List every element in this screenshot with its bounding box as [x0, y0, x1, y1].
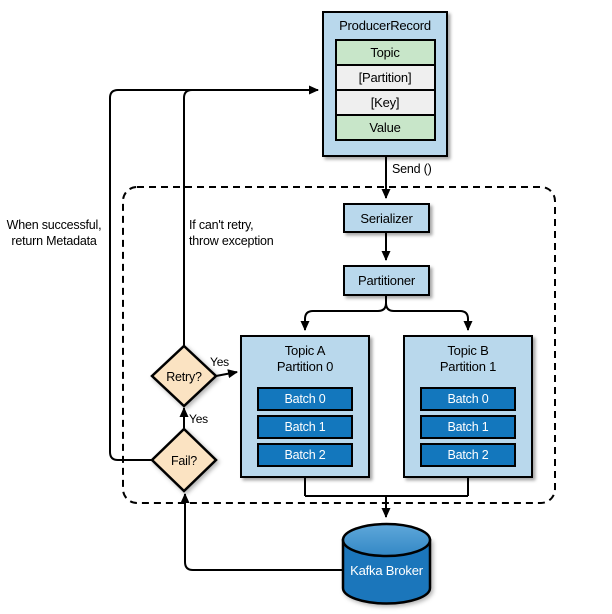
broker-to-fail-arrow [180, 493, 343, 571]
partitioner-to-topic-a-arrow [300, 296, 387, 331]
no-retry-annotation-line2: throw exception [189, 234, 274, 248]
partitioner-box: Partitioner [343, 265, 430, 296]
send-label: Send () [392, 162, 432, 176]
topic-a-line1: Topic A [284, 343, 326, 358]
retry-decision-label: Retry? [166, 370, 202, 384]
topic-b-line1: Topic B [447, 343, 489, 358]
retry-decision-diamond [150, 344, 218, 408]
batch-row: Batch 0 [420, 387, 516, 411]
kafka-broker-label: Kafka Broker [350, 563, 423, 578]
topic-a-batches: Batch 0 Batch 1 Batch 2 [257, 387, 353, 467]
partitioner-to-topic-b-arrow [385, 296, 473, 331]
producer-boundary-dashed-box [122, 186, 556, 504]
success-annotation: When successful, return Metadata [2, 217, 106, 249]
batch-row: Batch 0 [257, 387, 353, 411]
batch-row: Batch 1 [420, 415, 516, 439]
topic-b-line2: Partition 1 [439, 359, 497, 374]
topic-a-partition-box: Topic A Partition 0 Batch 0 Batch 1 Batc… [240, 335, 370, 478]
topic-b-title: Topic B Partition 1 [405, 343, 531, 375]
serializer-box: Serializer [343, 203, 430, 233]
fail-decision-diamond [150, 427, 218, 493]
producer-record-title: ProducerRecord [339, 18, 431, 33]
batch-row: Batch 2 [257, 443, 353, 467]
no-retry-annotation-line1: If can't retry, [189, 218, 254, 232]
field-topic: Topic [334, 39, 436, 66]
batch-row: Batch 1 [257, 415, 353, 439]
no-retry-annotation: If can't retry, throw exception [189, 217, 309, 249]
fail-decision-label: Fail? [170, 454, 198, 468]
producer-record-box: ProducerRecord Topic [Partition] [Key] V… [322, 11, 448, 157]
field-key: [Key] [334, 89, 436, 116]
topic-a-line2: Partition 0 [276, 359, 334, 374]
retry-yes-label: Yes [210, 355, 229, 369]
fail-yes-label: Yes [189, 412, 208, 426]
broker-cylinder-top [341, 522, 432, 558]
field-partition: [Partition] [334, 64, 436, 91]
field-value: Value [334, 114, 436, 141]
topic-a-title: Topic A Partition 0 [242, 343, 368, 375]
throw-exception-line [183, 89, 193, 346]
topic-b-batches: Batch 0 Batch 1 Batch 2 [420, 387, 516, 467]
broker-cylinder-body [341, 538, 432, 605]
retry-yes-to-topic-a-arrow [215, 369, 238, 379]
success-annotation-line2: return Metadata [11, 234, 97, 248]
producer-record-fields: Topic [Partition] [Key] Value [334, 39, 436, 141]
success-annotation-line1: When successful, [6, 218, 102, 232]
batch-row: Batch 2 [420, 443, 516, 467]
topic-b-partition-box: Topic B Partition 1 Batch 0 Batch 1 Batc… [403, 335, 533, 478]
success-return-metadata-arrow [109, 85, 319, 461]
